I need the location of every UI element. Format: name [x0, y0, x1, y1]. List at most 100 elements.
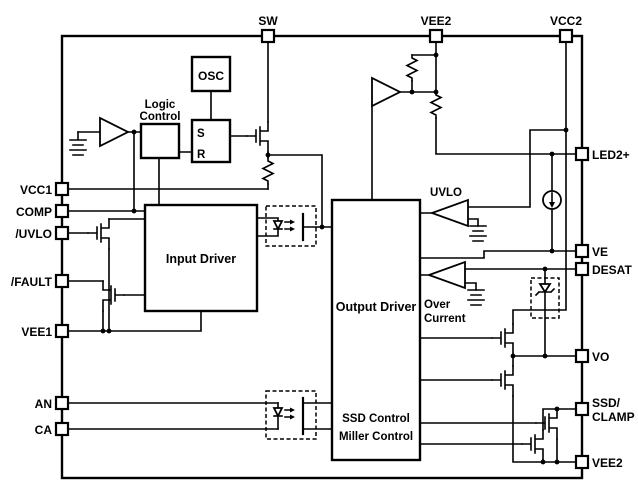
pin-vee2-bottom-label: VEE2 — [592, 456, 623, 470]
mosfet-miller-clamp — [521, 429, 544, 461]
pin-vcc1: VCC1 — [20, 181, 70, 197]
overcurrent-label-line2: Current — [424, 313, 466, 325]
overcurrent-comparator — [426, 260, 466, 290]
desat-zener-box — [530, 277, 560, 319]
optocoupler-feedback — [265, 205, 317, 247]
pin-vee2-top-pad — [428, 28, 444, 44]
output-driver-box — [330, 198, 422, 462]
latch-s-label: S — [197, 128, 205, 140]
mosfet-uvlo — [87, 218, 110, 250]
pin-fault-label: /FAULT — [11, 275, 53, 289]
pin-ssd-clamp-pad — [574, 401, 590, 417]
pin-vcc2-pad — [558, 28, 574, 44]
ssd-control-label: SSD Control — [342, 413, 410, 425]
zener-bar — [534, 287, 556, 297]
resistor-feedback — [405, 54, 419, 82]
pin-comp-pad — [54, 203, 70, 219]
junction-dots — [100, 52, 569, 465]
ic-boundary — [60, 34, 584, 480]
resistor-sw-source — [261, 157, 275, 185]
pin-ca: CA — [35, 421, 70, 437]
references — [69, 131, 487, 306]
optocoupler-input — [265, 390, 317, 440]
reference-uvlo — [469, 225, 487, 242]
pin-comp-label: COMP — [16, 205, 52, 219]
light-arrowhead — [290, 414, 295, 420]
pin-ca-label: CA — [35, 423, 53, 437]
pin-an: AN — [35, 395, 70, 411]
light-arrowhead — [290, 407, 295, 413]
led-icon — [272, 407, 284, 419]
logic-control-box — [139, 122, 181, 160]
output-driver-label: Output Driver — [336, 300, 417, 314]
pin-vo-pad — [574, 348, 590, 364]
reference-overcurrent — [467, 289, 485, 306]
pin-vcc1-label: VCC1 — [20, 183, 52, 197]
pin-led2-plus-pad — [574, 146, 590, 162]
osc-label: OSC — [198, 69, 224, 83]
desat-zener — [530, 277, 560, 319]
pin-fault: /FAULT — [11, 273, 70, 289]
current-source-arrowhead — [549, 202, 555, 208]
pin-uvlo: /UVLO — [15, 225, 70, 241]
reference-input — [69, 131, 87, 156]
mosfet-low-side — [491, 365, 514, 397]
input-buffer-amp — [99, 116, 131, 148]
pin-fault-pad — [54, 273, 70, 289]
pin-an-pad — [54, 395, 70, 411]
input-driver-box — [143, 203, 259, 313]
pin-vee1-label: VEE1 — [21, 325, 52, 339]
uvlo-comparator — [429, 198, 469, 228]
sr-latch-box — [190, 118, 232, 164]
pin-comp: COMP — [16, 203, 70, 219]
current-source — [542, 190, 562, 210]
mosfet-ssd — [535, 408, 558, 440]
pin-vcc1-pad — [54, 181, 70, 197]
mosfets — [87, 121, 558, 461]
mosfet-sw — [246, 121, 269, 153]
led-icon — [272, 220, 284, 232]
pin-ssd-clamp-label-line1: SSD/ — [592, 396, 621, 410]
mosfet-fault — [102, 280, 125, 312]
light-arrowhead — [290, 226, 295, 232]
pin-desat-label: DESAT — [592, 263, 632, 277]
pin-desat-pad — [574, 261, 590, 277]
optocoupler-input-box — [265, 390, 317, 440]
osc-box — [190, 55, 232, 93]
miller-control-label: Miller Control — [339, 431, 413, 443]
uvlo-comparator-label: UVLO — [430, 187, 462, 199]
pin-ssd-clamp-label-line2: CLAMP — [592, 410, 635, 424]
pin-vee1-pad — [54, 323, 70, 339]
pin-led2-plus-label: LED2+ — [592, 148, 630, 162]
input-driver-label: Input Driver — [166, 252, 236, 266]
logic-control-label-line1: Logic — [145, 99, 176, 111]
pin-vee2-top-label: VEE2 — [421, 14, 452, 28]
amplifiers — [99, 76, 469, 290]
pin-vee2-bottom: VEE2 — [574, 454, 623, 470]
logic-control-label-line2: Control — [140, 111, 181, 123]
pin-ca-pad — [54, 421, 70, 437]
pin-vcc2: VCC2 — [550, 14, 582, 44]
pin-ssd-clamp: SSD/ CLAMP — [574, 396, 635, 424]
pin-vee2-top: VEE2 — [421, 14, 452, 44]
pin-ve-label: VE — [592, 245, 608, 259]
mosfet-high-side — [491, 323, 514, 355]
pin-vee2-bottom-pad — [574, 454, 590, 470]
optocoupler-feedback-box — [265, 205, 317, 247]
pin-uvlo-pad — [54, 225, 70, 241]
resistors — [261, 54, 443, 185]
pins: SW VEE2 VCC2 LED2+ VE DESAT VO SSD — [11, 14, 635, 470]
zener-diode-icon — [538, 283, 552, 294]
input-driver-block: Input Driver — [143, 203, 259, 313]
functional-blocks: OSC Logic Control S R Input Driver Outpu… — [139, 55, 466, 462]
resistor-vee2 — [429, 91, 443, 119]
wires-center — [158, 41, 373, 430]
pin-an-label: AN — [35, 397, 52, 411]
pin-led2-plus: LED2+ — [574, 146, 630, 162]
feedback-amp — [371, 76, 403, 108]
pin-vee1: VEE1 — [21, 323, 70, 339]
pin-desat: DESAT — [574, 261, 632, 277]
pin-vo: VO — [574, 348, 609, 364]
